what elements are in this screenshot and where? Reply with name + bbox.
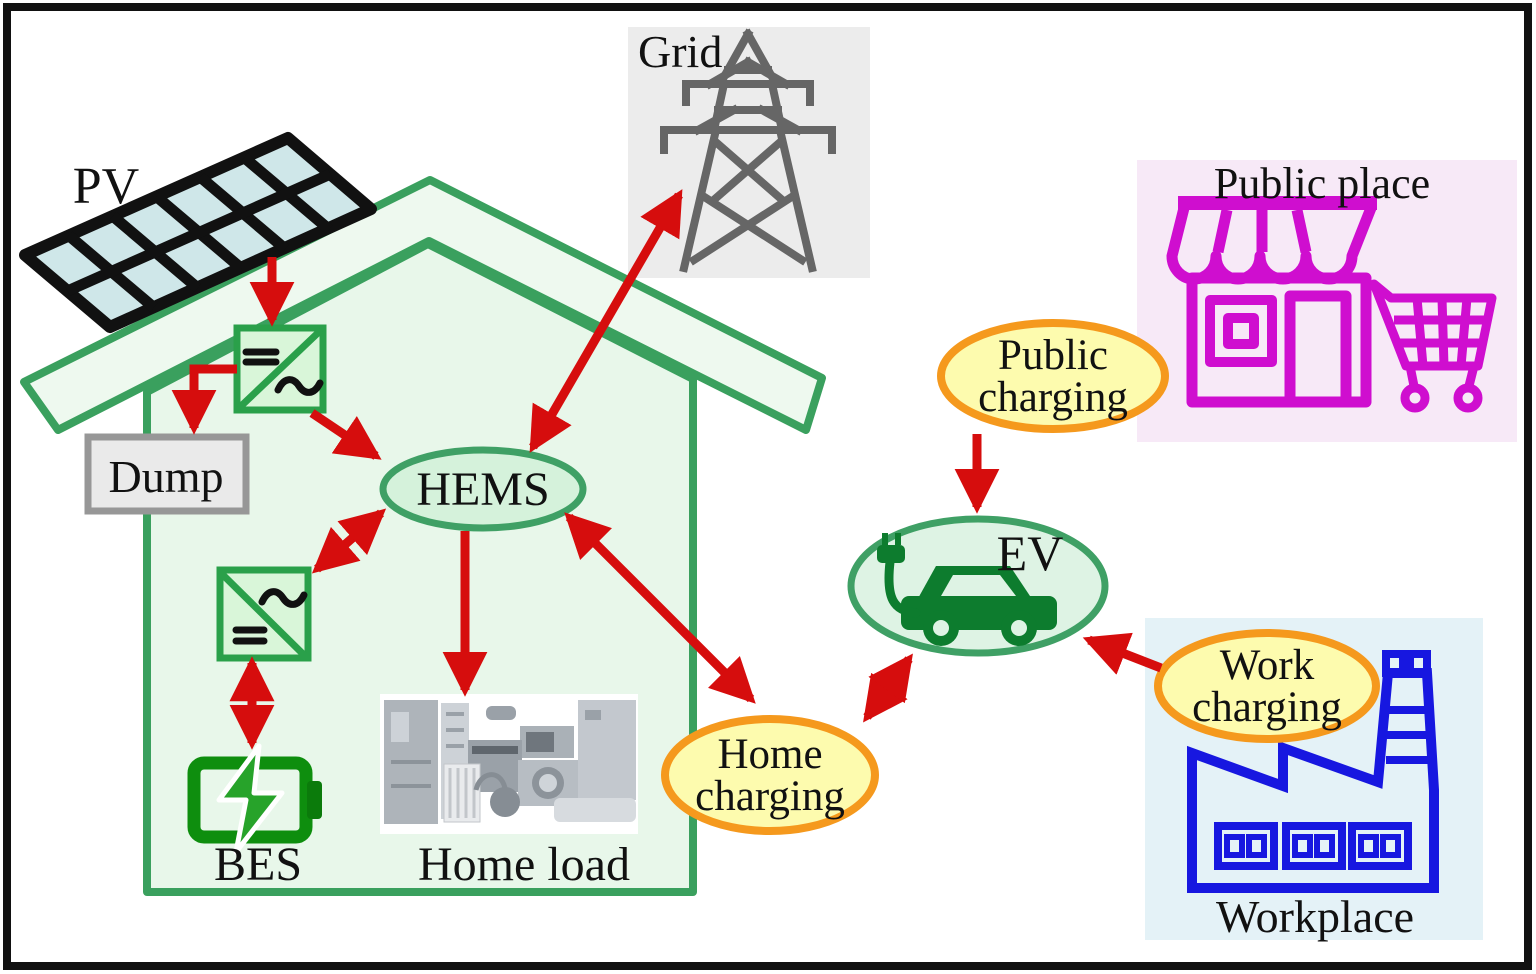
charging-plug-icon: [877, 545, 905, 563]
dump-label: Dump: [109, 451, 224, 502]
bes-converter-dc-symbol: [232, 626, 268, 645]
pv-label: PV: [73, 158, 139, 215]
arrow-inverter-to-hems: [309, 409, 382, 460]
pv-inverter-icon: [233, 324, 327, 414]
dump-node: Dump: [84, 433, 250, 515]
grid-panel: Grid: [628, 26, 870, 278]
iron-icon: [486, 706, 516, 720]
bes-converter-ac-symbol: [258, 588, 308, 608]
vacuum-hose: [473, 772, 508, 791]
vacuum-icon: [490, 787, 520, 817]
outer-frame: [3, 3, 1532, 970]
battery-icon: [187, 743, 322, 855]
bes-converter-icon: [216, 566, 312, 662]
charging-cable: [884, 557, 921, 618]
ev-label: EV: [997, 525, 1064, 581]
home-load-image: [380, 694, 638, 834]
work-charging-label-line2: charging: [1192, 684, 1342, 731]
workplace-label: Workplace: [1216, 891, 1414, 942]
home-charging-label-line1: Home: [717, 731, 822, 778]
pv-inverter-ac-symbol: [274, 376, 324, 396]
ac-unit-icon: [554, 798, 636, 822]
pv-panel-icon: [19, 132, 377, 333]
home-load-label: Home load: [418, 838, 630, 891]
factory-icon: [1187, 650, 1439, 893]
home-charging-label-line2: charging: [695, 773, 845, 820]
public-charging-label-line2: charging: [978, 374, 1128, 421]
energy-flow-arrows: [171, 189, 1163, 750]
work-charging-label-line1: Work: [1220, 642, 1315, 689]
transmission-tower-icon: [660, 28, 836, 273]
arrow-hems-grid: [529, 189, 683, 453]
ev-car-icon: [877, 533, 1057, 646]
ev-node: EV: [847, 515, 1109, 657]
hems-node: HEMS: [379, 446, 587, 532]
public-charging-label-line1: Public: [998, 332, 1108, 379]
public-place-panel: Public place: [1137, 159, 1517, 442]
shopping-cart-icon: [1369, 279, 1497, 413]
grid-label: Grid: [638, 26, 722, 77]
arrow-workcharging-to-ev: [1082, 632, 1163, 675]
hems-label: HEMS: [416, 463, 549, 516]
arrow-inverter-to-dump: [171, 364, 237, 435]
arrow-hems-converter: [311, 508, 387, 574]
public-charging-node: Public charging: [937, 319, 1169, 433]
public-place-label: Public place: [1214, 159, 1430, 208]
pv-inverter-dc-symbol: [242, 348, 280, 366]
arrow-hems-homecharging: [564, 512, 756, 704]
arrow-homecharging-ev: [863, 653, 913, 723]
bes-label: BES: [214, 838, 302, 891]
home-charging-node: Home charging: [661, 715, 879, 835]
work-charging-node: Work charging: [1154, 629, 1380, 743]
store-icon: [1166, 196, 1377, 408]
